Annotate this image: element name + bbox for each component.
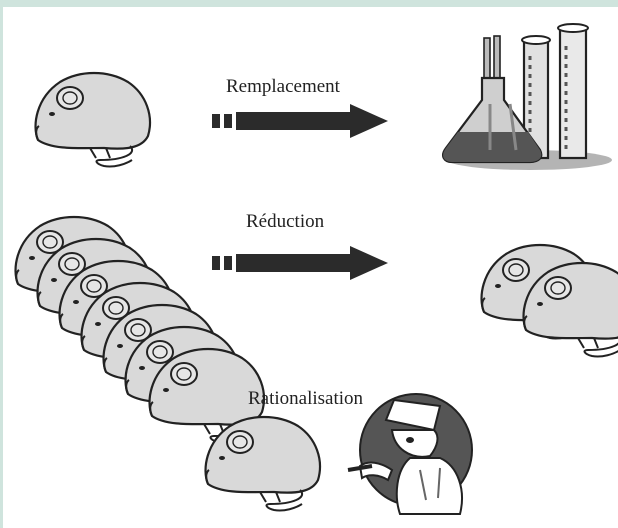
scientist-icon <box>348 394 472 514</box>
reduction-arrow-icon <box>212 246 388 280</box>
reduction-label: Réduction <box>246 211 324 233</box>
lab-glassware-icon <box>443 24 612 170</box>
replacement-label: Remplacement <box>226 76 340 98</box>
mice-group-few <box>482 245 618 357</box>
replacement-arrow-icon <box>212 104 388 138</box>
mouse-icon <box>36 73 150 167</box>
refinement-label: Rationalisation <box>248 388 363 410</box>
mice-group-many <box>16 217 264 443</box>
mouse-icon <box>206 417 320 511</box>
